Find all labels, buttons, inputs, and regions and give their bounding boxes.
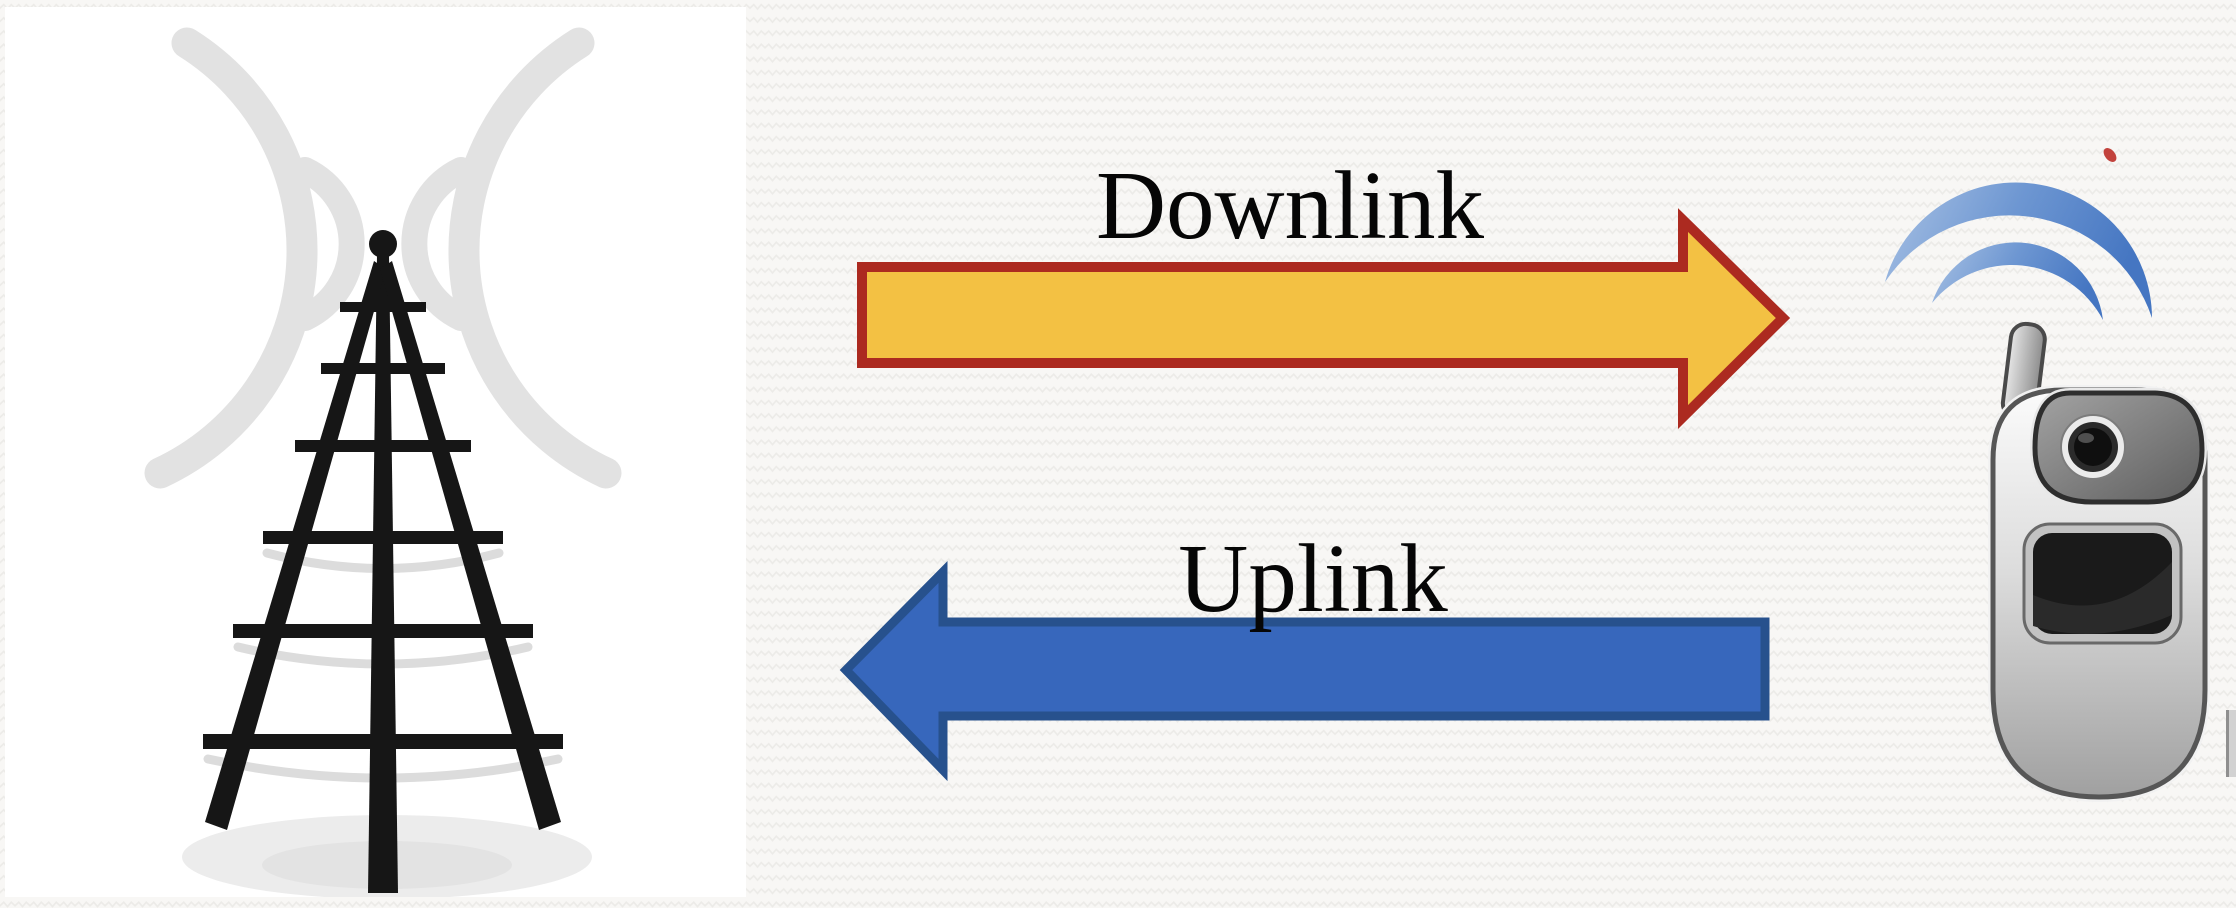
downlink-label: Downlink <box>1096 152 1484 259</box>
phone-screen <box>2022 522 2183 645</box>
uplink-label: Uplink <box>1178 525 1448 632</box>
mobile-phone-icon <box>1885 148 2236 803</box>
tower-radio-waves-icon <box>144 27 622 489</box>
uplink-arrow <box>839 561 1770 782</box>
tower-structure <box>203 230 563 893</box>
cell-tower-image <box>5 7 746 899</box>
red-mark <box>2103 148 2117 162</box>
phone-camera-icon <box>2060 414 2126 480</box>
cell-tower-icon <box>144 27 622 899</box>
phone-signal-waves-icon <box>1885 182 2152 320</box>
downlink-arrow <box>857 208 1791 429</box>
edge-fragment <box>2226 710 2236 777</box>
